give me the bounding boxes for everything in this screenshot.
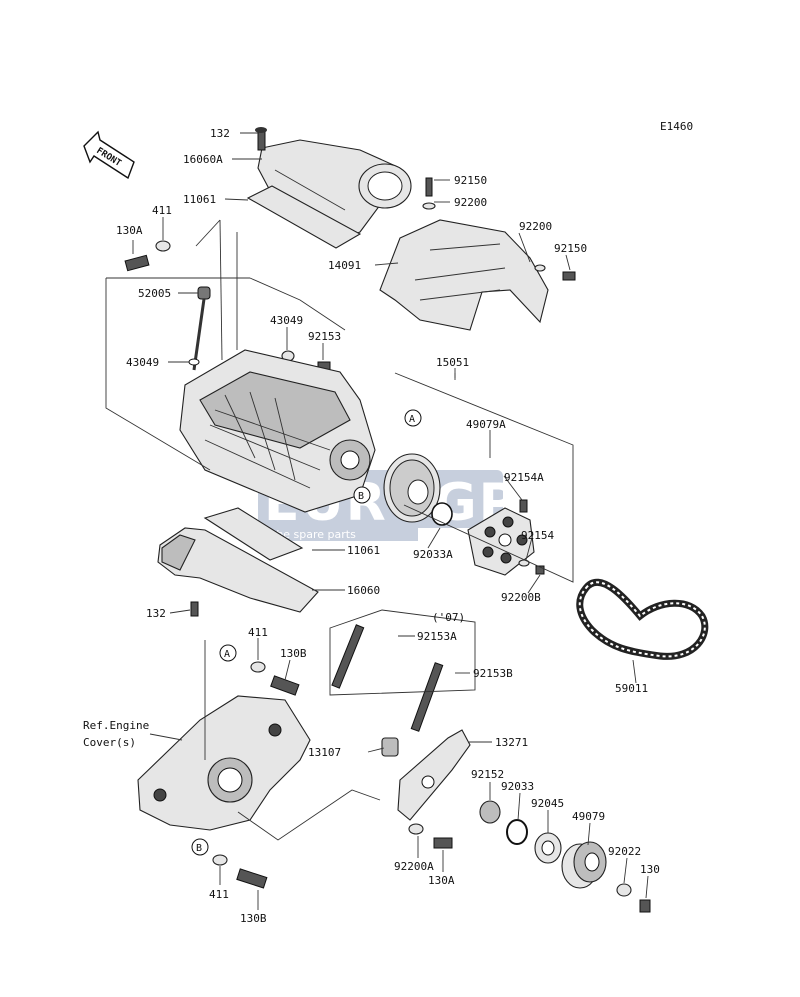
label-52005: 52005 [138,287,171,300]
bolt-132-bottom [190,601,199,617]
label-92152: 92152 [471,768,504,781]
washer-411-top [155,240,171,252]
label-92200A: 92200A [394,860,434,873]
bolt-130B-bottom [236,868,268,889]
pulley-49079A [383,453,441,523]
washer-411-mid [250,661,266,673]
label-130A-top: 130A [116,224,143,237]
bolt-130B-mid [270,675,300,696]
label-92045: 92045 [531,797,564,810]
washer-411-bottom [212,854,228,866]
label-411-mid: 411 [248,626,268,639]
label-92150-right: 92150 [554,242,587,255]
bolt-92150-right [562,271,576,281]
callout-b-top: B [353,486,371,504]
label-92022: 92022 [608,845,641,858]
svg-text:A: A [224,649,230,660]
oring-43049-left [188,358,200,366]
svg-text:A: A [409,414,415,425]
label-49079: 49079 [572,810,605,823]
label-132-bottom: 132 [146,607,166,620]
label-43049-left: 43049 [126,356,159,369]
tensioner-bracket [397,729,471,821]
label-16060A: 16060A [183,153,223,166]
belt-cover [379,219,549,331]
washer-92200A [408,823,424,835]
intake-cover-lower [157,527,319,613]
gasket-upper [246,185,362,249]
label-year-07: ('07) [432,611,465,624]
svg-text:B: B [358,491,364,502]
coupling-hub [467,507,535,576]
label-11061-top: 11061 [183,193,216,206]
label-92200-right: 92200 [519,220,552,233]
label-92200-top: 92200 [454,196,487,209]
stud-13107 [381,737,399,757]
label-132-top: 132 [210,127,230,140]
label-13271: 13271 [495,736,528,749]
drive-belt [576,578,709,660]
label-92153A: 92153A [417,630,457,643]
label-130B-bottom: 130B [240,912,267,925]
part-labels: 132 16060A 11061 411 130A 52005 43049 92… [83,127,660,925]
ring-92033A [431,502,453,526]
label-92154: 92154 [521,529,554,542]
label-15051: 15051 [436,356,469,369]
bolt-92154A [519,499,528,513]
label-13107: 13107 [308,746,341,759]
label-92153: 92153 [308,330,341,343]
label-411-bottom: 411 [209,888,229,901]
collar-92152 [479,800,501,824]
label-130-right: 130 [640,863,660,876]
label-11061-bottom: 11061 [347,544,380,557]
gasket-lower [203,507,304,561]
leader-lines [132,132,649,910]
callout-a-top: A [404,409,422,427]
bolt-92150-top [425,177,433,197]
bolt-130A-top [124,254,150,272]
bolt-130-right [639,899,651,913]
label-ref-cover: Cover(s) [83,736,136,749]
engine-cover [137,695,311,831]
label-130B-mid: 130B [280,647,307,660]
dipstick [192,286,211,371]
circlip-92033 [506,819,528,845]
washer-92200-top [422,202,436,210]
callout-a-bottom: A [219,644,237,662]
washer-92022 [616,883,632,897]
label-ref-engine: Ref.Engine [83,719,149,732]
bolt-130A-bottom [433,837,453,849]
label-14091: 14091 [328,259,361,272]
idler-pulley-49079 [561,841,607,889]
label-59011: 59011 [615,682,648,695]
label-92150-top: 92150 [454,174,487,187]
label-411-top: 411 [152,204,172,217]
supercharger-body [179,349,376,513]
label-92154A: 92154A [504,471,544,484]
bolt-92153A [331,624,365,689]
label-92153B: 92153B [473,667,513,680]
label-130A-bottom: 130A [428,874,455,887]
label-43049-top: 43049 [270,314,303,327]
label-49079A: 49079A [466,418,506,431]
label-92033A: 92033A [413,548,453,561]
bolt-132-top [255,127,267,151]
group-lines [105,219,574,841]
callout-b-bottom: B [191,838,209,856]
label-92200B: 92200B [501,591,541,604]
bolt-92154 [535,565,545,575]
bolt-92153B [410,662,444,732]
front-arrow-icon: FRONT [83,130,135,180]
label-92033: 92033 [501,780,534,793]
label-16060: 16060 [347,584,380,597]
washer-92200-right [534,264,546,272]
watermark-tagline: the spare parts [272,528,356,541]
diagram-code: E1460 [660,120,693,133]
svg-text:B: B [196,843,202,854]
